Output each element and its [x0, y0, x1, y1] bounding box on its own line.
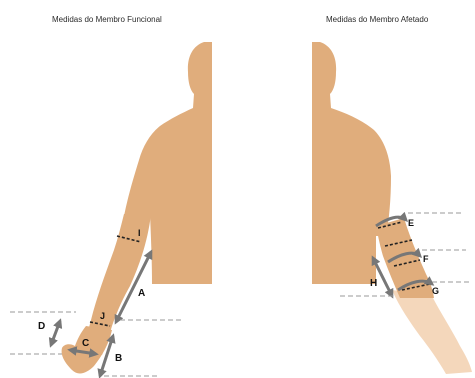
affected-torso	[312, 42, 391, 284]
functional-torso-lower	[150, 214, 212, 284]
arrow-d	[51, 321, 60, 345]
affected-forearm	[392, 290, 472, 374]
functional-torso	[124, 42, 212, 216]
label-j: J	[100, 311, 105, 321]
affected-limb-figure	[312, 42, 472, 374]
label-g: G	[432, 286, 439, 296]
label-b: B	[115, 353, 122, 364]
label-f: F	[423, 254, 429, 264]
label-a: A	[138, 288, 145, 299]
label-e: E	[408, 218, 414, 228]
functional-limb-figure	[62, 42, 212, 373]
label-h: H	[370, 278, 377, 289]
label-d: D	[38, 321, 45, 332]
label-c: C	[82, 338, 89, 349]
label-i: I	[138, 228, 141, 238]
